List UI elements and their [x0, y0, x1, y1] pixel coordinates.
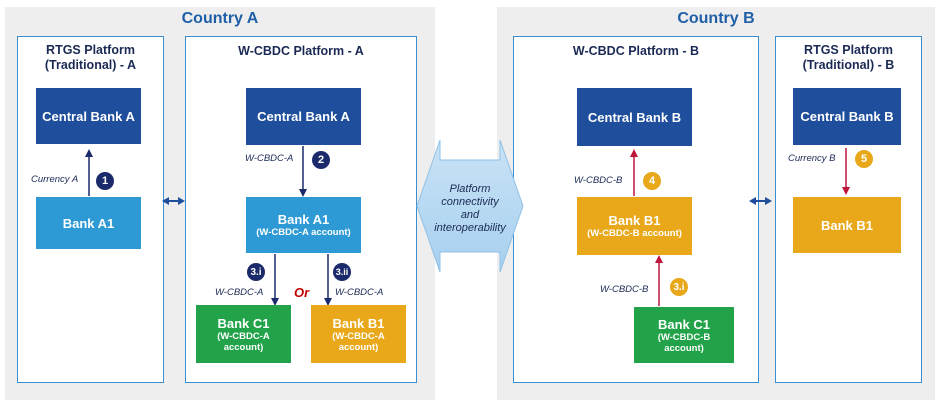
wcbdc-b-bank-c1: Bank C1 (W-CBDC-B account)	[634, 307, 734, 363]
rtgs-a-bank-a1: Bank A1	[36, 197, 141, 249]
country-b-title: Country B	[677, 10, 755, 27]
step-3i-badge-b: 3.i	[670, 278, 688, 296]
wcbdc-a-right-label: W-CBDC-A	[335, 287, 384, 298]
rtgs-a-central-bank: Central Bank A	[36, 88, 141, 144]
interoperability-label: Platform connectivity and interoperabili…	[434, 183, 506, 234]
rtgs-platform-b-title: RTGS Platform (Traditional) - B	[802, 43, 895, 72]
rtgs-b-bank-b1: Bank B1	[793, 197, 901, 253]
currency-a-label: Currency A	[31, 174, 79, 185]
rtgs-b-central-bank: Central Bank B	[793, 88, 901, 145]
wcbdc-a-central-bank: Central Bank A	[246, 88, 361, 145]
step-2-badge: 2	[312, 151, 330, 169]
wcbdc-b-bottom-label: W-CBDC-B	[600, 284, 649, 295]
double-arrow-b	[749, 197, 772, 205]
rtgs-platform-a-title: RTGS Platform (Traditional) - A	[44, 43, 137, 72]
wcbdc-a-top-label: W-CBDC-A	[245, 153, 294, 164]
wcbdc-a-bank-c1: Bank C1 (W-CBDC-A account)	[196, 305, 291, 363]
wcbdc-b-top-label: W-CBDC-B	[574, 175, 623, 186]
wcbdc-platform-a-title: W-CBDC Platform - A	[238, 44, 364, 58]
or-label: Or	[294, 285, 310, 300]
step-4-badge: 4	[643, 172, 661, 190]
step-1-badge: 1	[96, 172, 114, 190]
wcbdc-a-bank-a1: Bank A1 (W-CBDC-A account)	[246, 197, 361, 253]
interoperability-shape	[416, 139, 524, 273]
wcbdc-a-left-label: W-CBDC-A	[215, 287, 264, 298]
wcbdc-b-bank-b1: Bank B1 (W-CBDC-B account)	[577, 197, 692, 255]
country-a-title: Country A	[181, 10, 259, 27]
double-arrow-a	[162, 197, 185, 205]
step-3ii-badge-a: 3.ii	[333, 263, 351, 281]
wcbdc-b-central-bank: Central Bank B	[577, 88, 692, 146]
currency-b-label: Currency B	[788, 153, 836, 164]
step-5-badge: 5	[855, 150, 873, 168]
wcbdc-platform-b-title: W-CBDC Platform - B	[572, 44, 700, 58]
step-3i-badge-a: 3.i	[247, 263, 265, 281]
wcbdc-a-bank-b1: Bank B1 (W-CBDC-A account)	[311, 305, 406, 363]
